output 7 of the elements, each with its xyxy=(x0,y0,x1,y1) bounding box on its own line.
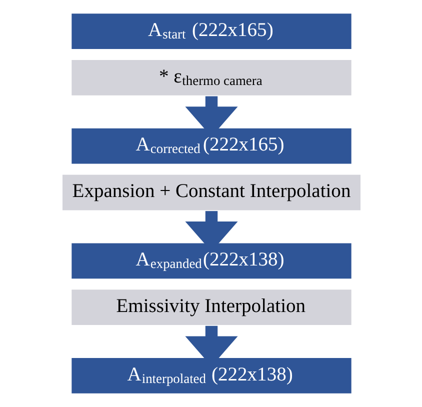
node-box: Acorrected(222x165) xyxy=(70,127,352,166)
node-box: Aexpanded(222x138) xyxy=(70,242,352,280)
node-box: Expansion + Constant Interpolation xyxy=(60,174,362,212)
node-box: Emissivity Interpolation xyxy=(70,288,352,326)
node-box: * εthermo camera xyxy=(70,58,352,97)
node-box: Ainterpolated (222x138) xyxy=(70,356,352,395)
node-box: Astart (222x165) xyxy=(70,12,352,50)
